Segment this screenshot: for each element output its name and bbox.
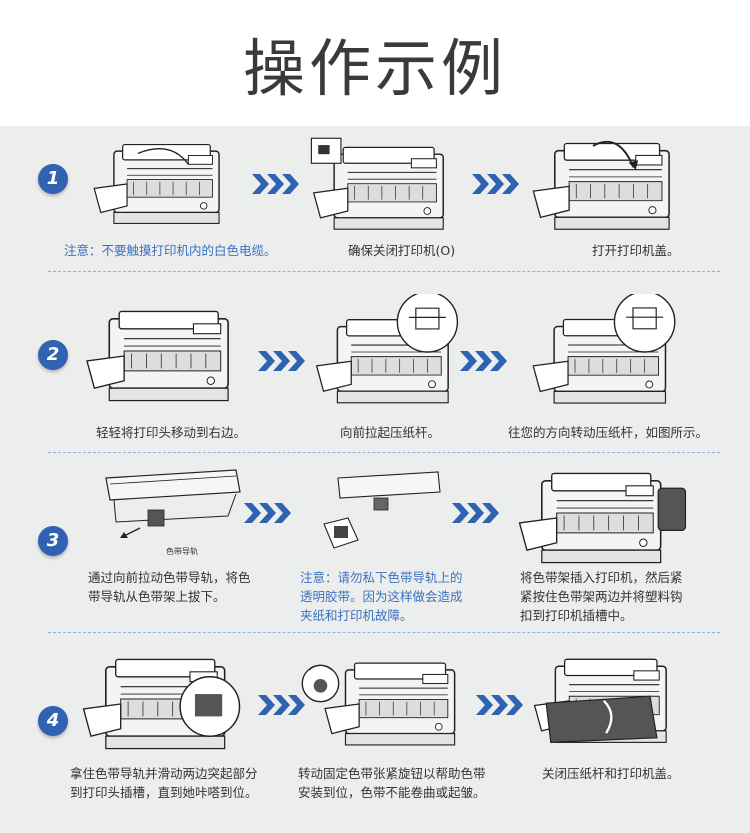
next-step-arrows-icon	[472, 174, 519, 194]
page-header: 操作示例	[0, 0, 750, 126]
ribbon-install-illustration	[518, 472, 687, 564]
section-divider	[48, 632, 720, 633]
printer-head-illustration	[86, 310, 229, 402]
ribbon-cartridge-illustration	[105, 469, 241, 538]
next-step-arrows-icon	[258, 351, 305, 371]
printer-illustration	[93, 143, 220, 225]
ribbon-knob-illustration	[301, 662, 456, 746]
instructions-panel: 1 注意：不要触摸打印机内的白色电缆。 确保关闭打印机(O) 打开打印机盖。 2…	[0, 126, 750, 833]
printer-closed-illustration	[310, 137, 444, 230]
step-2-badge: 2	[38, 340, 68, 370]
step-1-caption-2: 确保关闭打印机(O)	[348, 243, 456, 258]
next-step-arrows-icon	[476, 695, 523, 715]
paper-bail-rotate-illustration	[532, 294, 676, 404]
step-2-caption-2: 向前拉起压纸杆。	[340, 425, 441, 440]
next-step-arrows-icon	[460, 351, 507, 371]
step-3-caption-2: 注意：请勿私下色带导轨上的透明胶带。因为这样做会造成夹纸和打印机故障。	[300, 570, 463, 623]
step-2-caption-3: 往您的方向转动压纸杆，如图所示。	[508, 425, 709, 440]
step-4-caption-3: 关闭压纸杆和打印机盖。	[542, 766, 680, 781]
step-4-badge: 4	[38, 706, 68, 736]
printer-cover-open-illustration	[532, 140, 670, 231]
step-3-caption-3: 将色带架插入打印机，然后紧紧按住色带架两边并将塑料钩扣到打印机插槽中。	[520, 570, 683, 623]
step-4-caption-1: 拿住色带导轨并滑动两边突起部分到打印头插槽，直到她咔嗒到位。	[70, 766, 258, 800]
ribbon-guide-label: 色带导轨	[166, 547, 198, 556]
section-divider	[48, 452, 720, 453]
section-divider	[48, 271, 720, 272]
printer-closed-cover-illustration	[533, 658, 667, 744]
paper-bail-illustration	[315, 294, 459, 404]
ribbon-guide-illustration	[323, 471, 441, 549]
next-step-arrows-icon	[452, 503, 499, 523]
step-1-badge: 1	[38, 164, 68, 194]
step-3-caption-1: 通过向前拉动色带导轨，将色带导轨从色带架上拔下。	[88, 570, 251, 604]
next-step-arrows-icon	[258, 695, 305, 715]
next-step-arrows-icon	[252, 174, 299, 194]
page-title: 操作示例	[242, 32, 507, 105]
step-1-caption-3: 打开打印机盖。	[592, 243, 680, 258]
ribbon-guide-insert-illustration	[82, 658, 241, 750]
step-2-caption-1: 轻轻将打印头移动到右边。	[96, 425, 247, 440]
step-4-caption-2: 转动固定色带张紧旋钮以帮助色带安装到位，色带不能卷曲或起皱。	[298, 766, 486, 800]
step-3-badge: 3	[38, 526, 68, 556]
step-1-caption-1: 注意：不要触摸打印机内的白色电缆。	[64, 243, 277, 258]
next-step-arrows-icon	[244, 503, 291, 523]
